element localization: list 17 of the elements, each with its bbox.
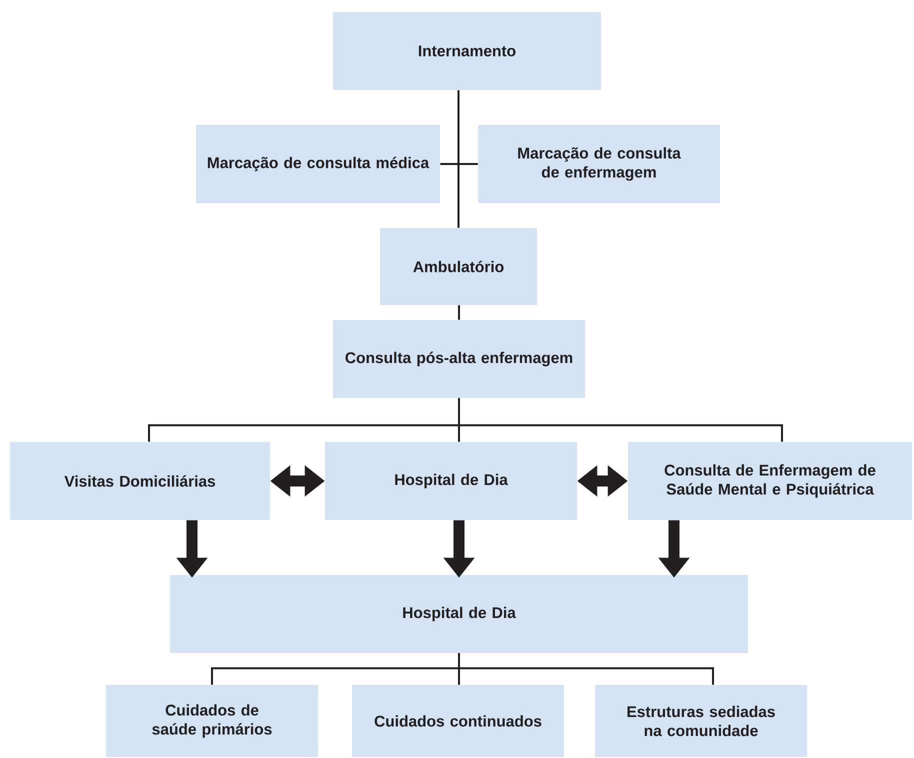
process-box: Estruturas sediadas na comunidade: [595, 685, 807, 757]
process-box: Hospital de Dia: [325, 442, 577, 520]
connector-line: [458, 90, 460, 228]
process-box: Hospital de Dia: [170, 575, 748, 653]
connector-line: [440, 163, 478, 165]
process-box: Marcação de consulta médica: [196, 125, 440, 203]
process-box: Consulta de Enfermagem de Saúde Mental e Psiquiátrica: [628, 442, 912, 520]
connector-line: [458, 398, 783, 442]
process-box: Cuidados de saúde primários: [106, 685, 318, 757]
process-box: Ambulatório: [380, 228, 537, 305]
process-box: Cuidados continuados: [352, 685, 564, 757]
process-box: Internamento: [333, 12, 601, 90]
process-box: Marcação de consulta de enfermagem: [478, 125, 720, 203]
connector-line: [458, 653, 714, 685]
process-box: Visitas Domiciliárias: [10, 442, 270, 520]
process-box: Consulta pós-alta enfermagem: [333, 320, 585, 398]
connector-line: [458, 305, 460, 320]
